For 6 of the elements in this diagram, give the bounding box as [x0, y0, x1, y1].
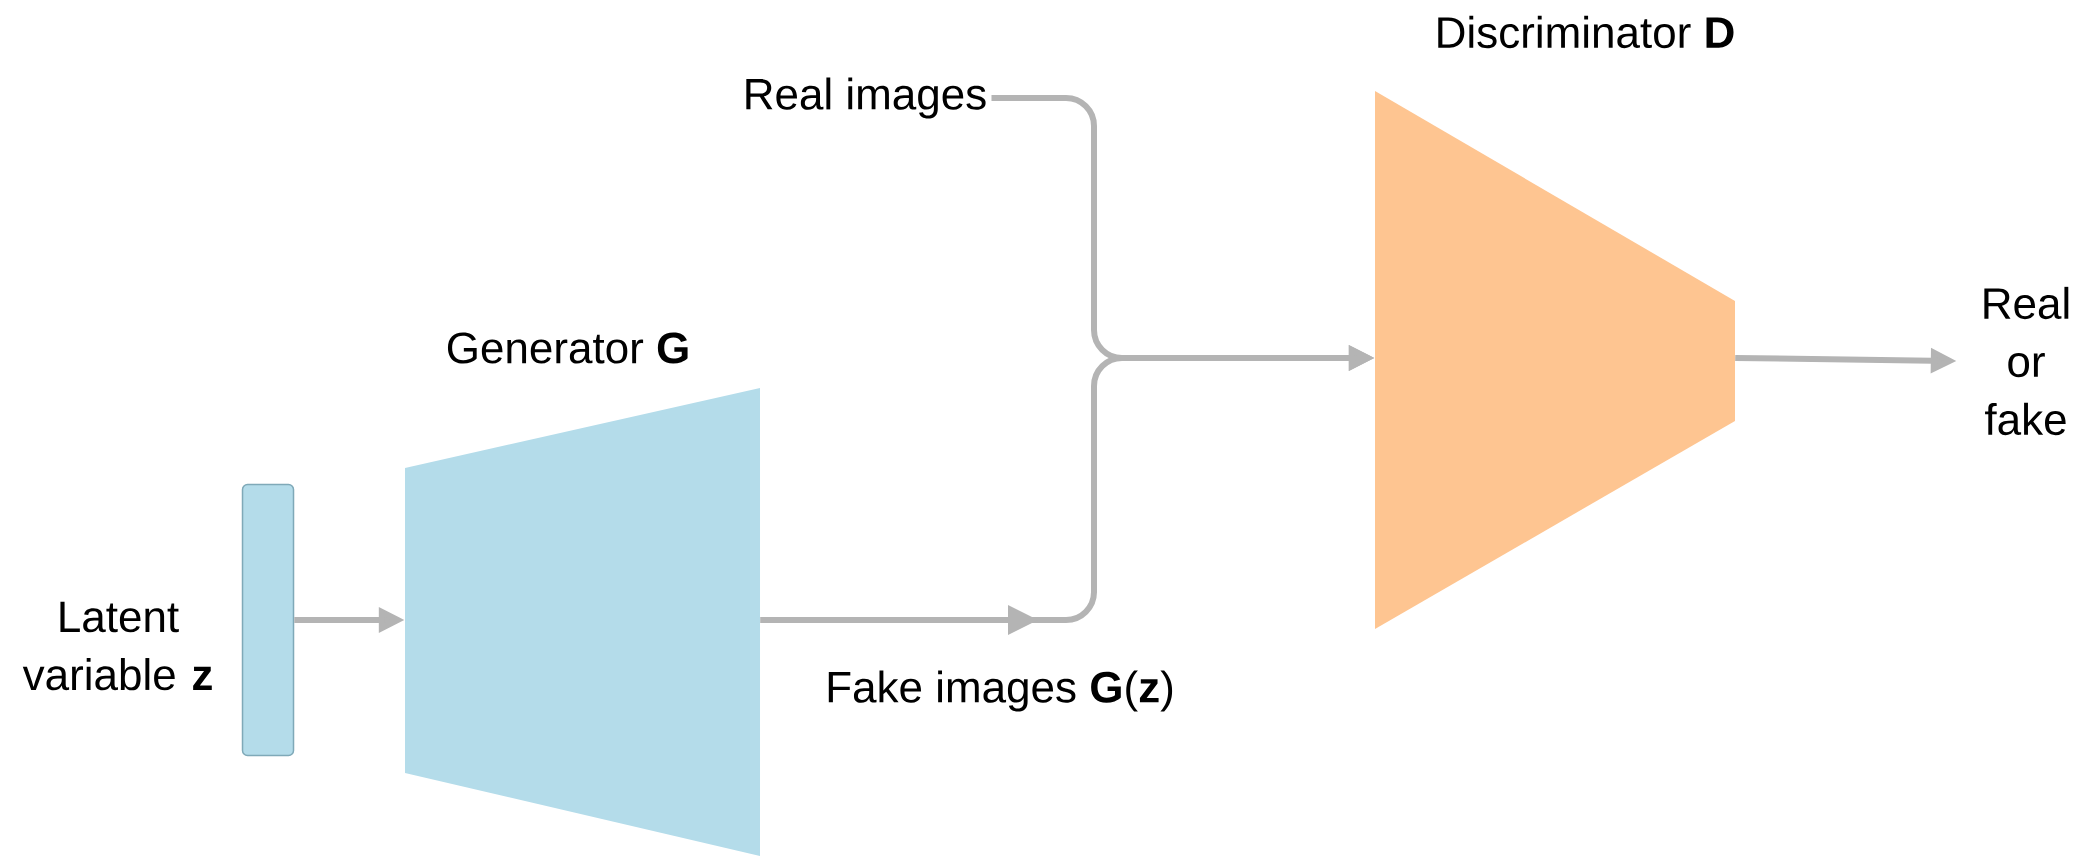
edge-label: Fake images G(z) [822, 667, 1178, 715]
text-label: Real images [746, 77, 986, 119]
text-label: Real or fake [1984, 286, 2069, 436]
node-heading: Generator G [447, 332, 688, 364]
node-heading: Discriminator D [1438, 15, 1734, 49]
node-caption: Latent variable z [22, 601, 212, 691]
